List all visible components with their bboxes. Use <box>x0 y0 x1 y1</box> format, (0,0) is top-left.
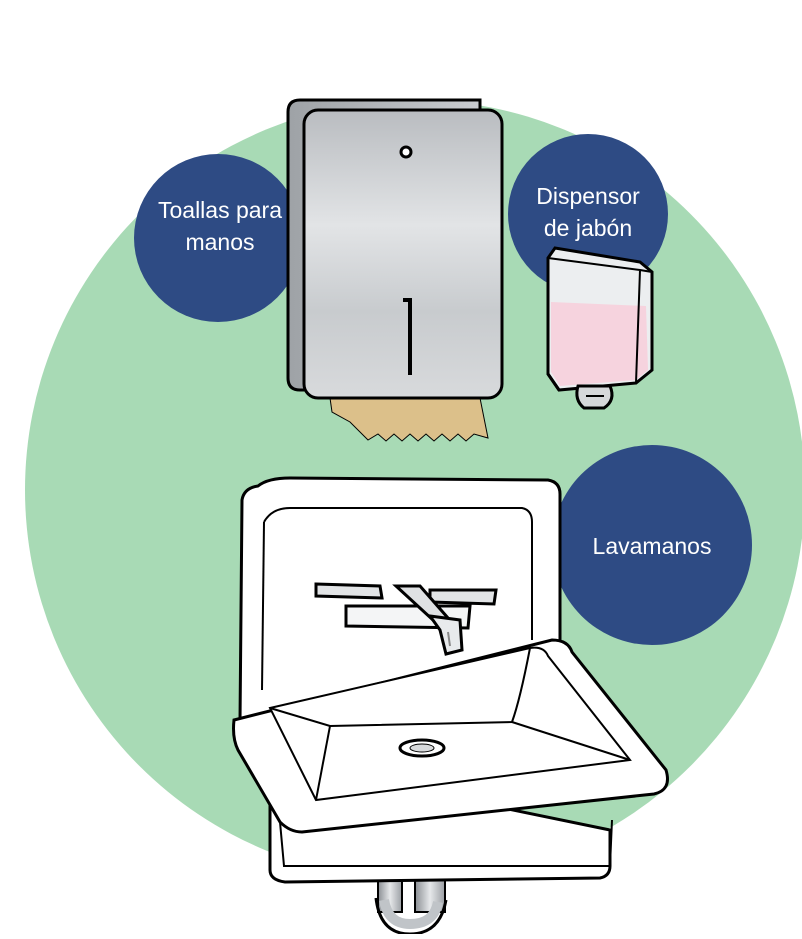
drain-icon <box>400 740 444 756</box>
soap-dispenser-icon <box>548 248 652 408</box>
sink-label-line-1: Lavamanos <box>582 530 722 562</box>
sink-label: Lavamanos <box>582 530 722 562</box>
soap-label-line-1: Dispensor <box>528 180 648 212</box>
soap-label-line-2: de jabón <box>528 212 648 244</box>
towels-label-line-2: manos <box>148 226 292 258</box>
towels-label-line-1: Toallas para <box>148 194 292 226</box>
soap-label: Dispensor de jabón <box>528 180 648 244</box>
paper-towel-dispenser-icon <box>288 100 502 441</box>
towels-label: Toallas para manos <box>148 194 292 258</box>
